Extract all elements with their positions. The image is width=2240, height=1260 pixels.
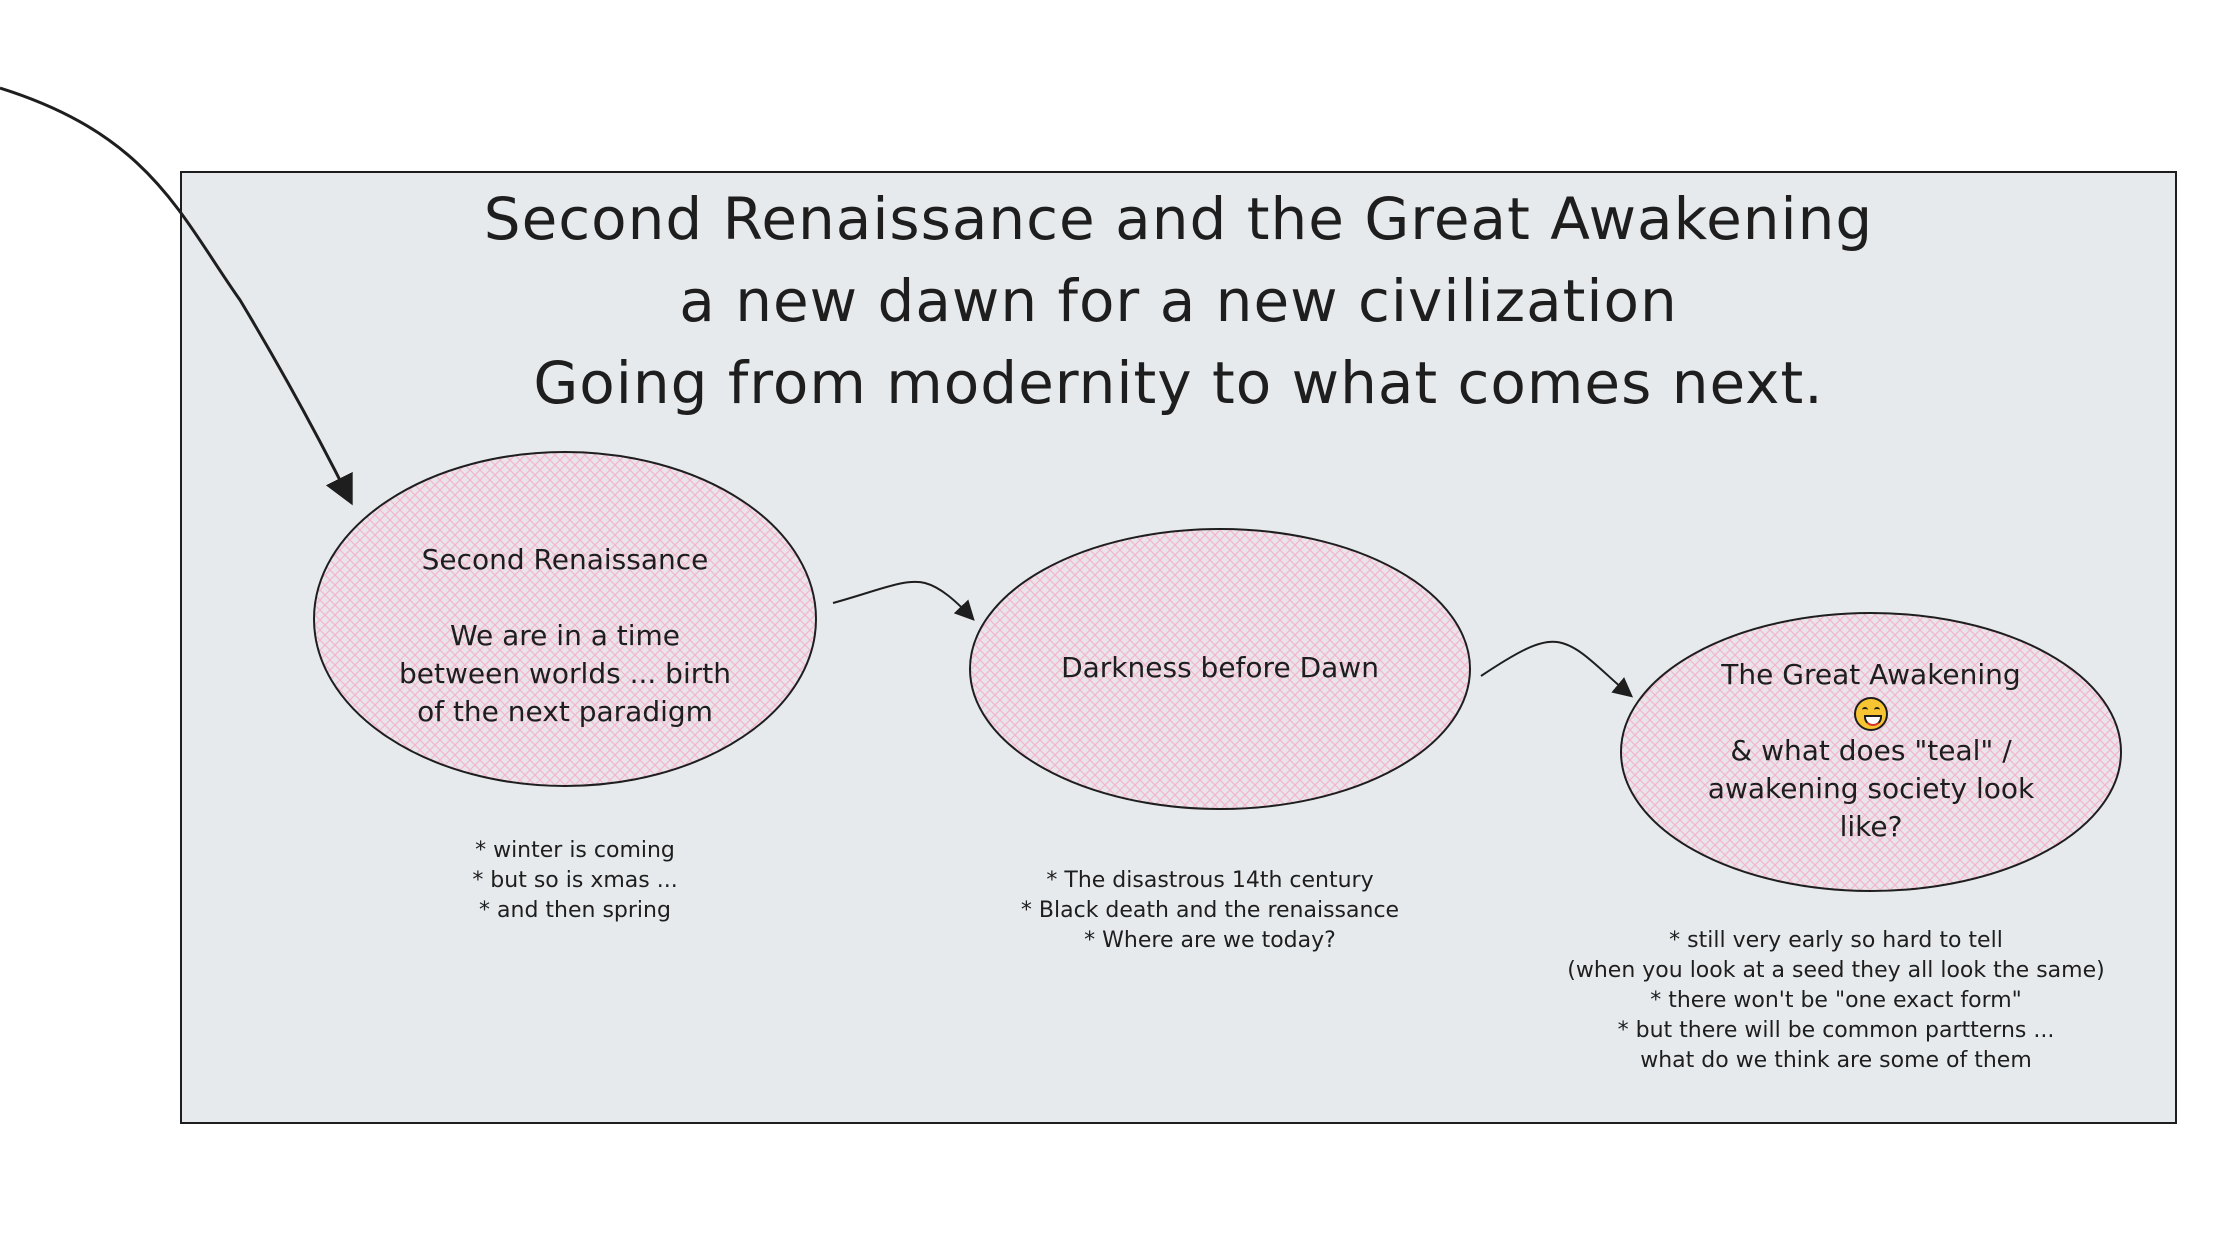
note-line: what do we think are some of them [1640, 1048, 2032, 1073]
note-line: * there won't be "one exact form" [1650, 988, 2022, 1013]
emoji-row [1671, 694, 2071, 732]
title-line-3: Going from modernity to what comes next. [533, 349, 1824, 417]
notes-darkness-before-dawn: * The disastrous 14th century * Black de… [990, 866, 1430, 956]
note-line: * Where are we today? [1084, 928, 1336, 953]
title-line-2: a new dawn for a new civilization [679, 267, 1678, 335]
node-body-line: of the next paradigm [417, 695, 713, 728]
node-text-second-renaissance: Second Renaissance We are in a time betw… [365, 541, 765, 731]
note-line: * and then spring [479, 898, 671, 923]
diagram-title: Second Renaissance and the Great Awakeni… [180, 178, 2177, 424]
note-line: * still very early so hard to tell [1669, 928, 2003, 953]
node-body-line: like? [1839, 810, 1903, 843]
note-line: * but there will be common partterns ... [1617, 1018, 2055, 1043]
grinning-face-icon [1854, 697, 1888, 731]
note-line: * The disastrous 14th century [1046, 868, 1374, 893]
note-line: * winter is coming [475, 838, 675, 863]
note-line: (when you look at a seed they all look t… [1567, 958, 2105, 983]
note-line: * Black death and the renaissance [1020, 898, 1400, 923]
node-heading: Darkness before Dawn [1061, 651, 1379, 684]
node-text-darkness-before-dawn: Darkness before Dawn [1020, 649, 1420, 687]
node-text-great-awakening: The Great Awakening & what does "teal" /… [1671, 656, 2071, 846]
node-body-line: & what does "teal" / [1730, 734, 2012, 767]
node-heading: The Great Awakening [1721, 658, 2021, 691]
title-line-1: Second Renaissance and the Great Awakeni… [483, 185, 1874, 253]
spacer [365, 579, 765, 617]
notes-great-awakening: * still very early so hard to tell (when… [1536, 926, 2136, 1076]
node-heading: Second Renaissance [421, 543, 709, 576]
note-line: * but so is xmas ... [472, 868, 678, 893]
notes-second-renaissance: * winter is coming * but so is xmas ... … [415, 836, 735, 926]
node-body-line: awakening society look [1707, 772, 2035, 805]
node-body-line: between worlds ... birth [399, 657, 731, 690]
node-body-line: We are in a time [449, 619, 681, 652]
